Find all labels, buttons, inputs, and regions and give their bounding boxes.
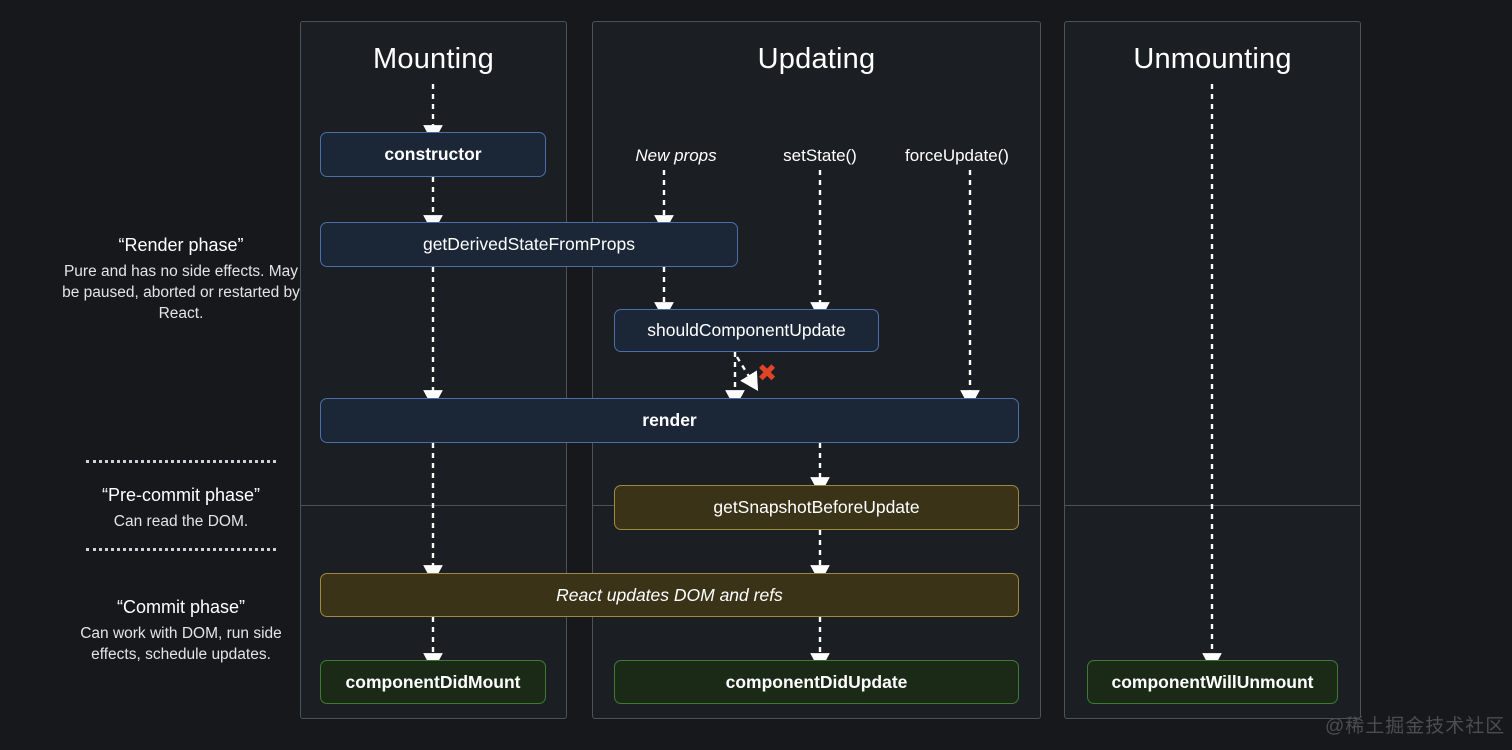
trigger-label-force-update: forceUpdate() (905, 146, 1009, 165)
watermark: @稀土掘金技术社区 (1325, 716, 1506, 737)
phase-legend-render-description: Pure and has no side effects. May be pau… (62, 263, 300, 322)
node-should-component-update[interactable]: shouldComponentUpdate (614, 309, 879, 352)
phase-legend-commit: “Commit phase” Can work with DOM, run si… (61, 594, 301, 665)
skip-render-x-icon: ✖ (757, 359, 778, 387)
phase-legend-precommit: “Pre-commit phase” Can read the DOM. (61, 482, 301, 532)
trigger-label-set-state: setState() (783, 146, 857, 165)
phase-separator-bottom (86, 548, 276, 551)
phase-legend-render-title: “Render phase” (118, 235, 244, 255)
phase-separator-top (86, 460, 276, 463)
phase-legend-commit-description: Can work with DOM, run side effects, sch… (80, 625, 282, 663)
node-get-snapshot-before-update[interactable]: getSnapshotBeforeUpdate (614, 485, 1019, 530)
node-render[interactable]: render (320, 398, 1019, 443)
column-title-updating: Updating (757, 43, 876, 75)
phase-legend-commit-title: “Commit phase” (116, 597, 246, 617)
phase-legend-render: “Render phase” Pure and has no side effe… (61, 232, 301, 324)
node-react-updates-dom-and-refs[interactable]: React updates DOM and refs (320, 573, 1019, 617)
node-get-derived-state-from-props[interactable]: getDerivedStateFromProps (320, 222, 738, 267)
column-title-mounting: Mounting (373, 43, 494, 75)
node-component-will-unmount[interactable]: componentWillUnmount (1087, 660, 1338, 704)
node-constructor[interactable]: constructor (320, 132, 546, 177)
phase-legend-precommit-description: Can read the DOM. (113, 513, 249, 530)
column-title-unmounting: Unmounting (1133, 43, 1292, 75)
trigger-label-new-props: New props (635, 146, 717, 165)
node-component-did-update[interactable]: componentDidUpdate (614, 660, 1019, 704)
phase-legend-precommit-title: “Pre-commit phase” (101, 485, 261, 505)
node-component-did-mount[interactable]: componentDidMount (320, 660, 546, 704)
